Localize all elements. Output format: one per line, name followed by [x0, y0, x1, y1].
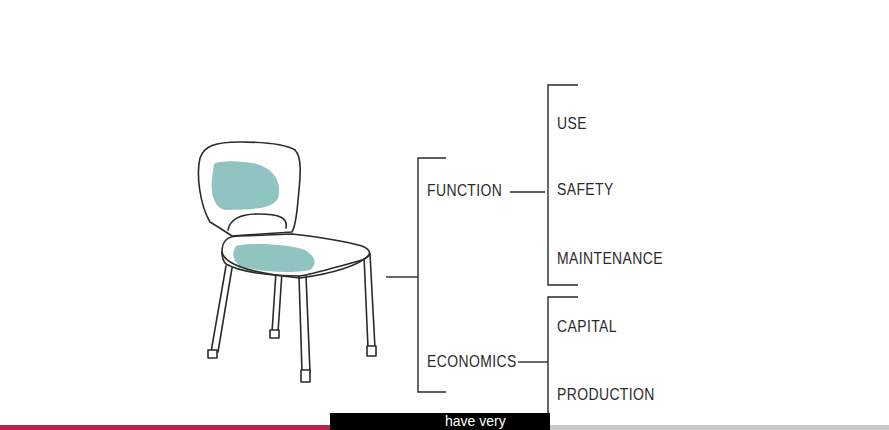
leg-foot [301, 370, 310, 382]
chair-leg [218, 268, 232, 352]
bracket-stem [510, 191, 545, 192]
leg-foot [367, 346, 376, 356]
chair-leg [211, 266, 226, 352]
chair-backrest [198, 142, 300, 236]
chair-drawing [198, 142, 376, 382]
subtitle-band [330, 413, 550, 430]
chair-leg [272, 272, 276, 332]
leg-foot [208, 350, 217, 358]
bracket-stem [518, 361, 548, 362]
branch-label: FUNCTION [427, 181, 502, 201]
backrest-gap [228, 214, 286, 230]
chair-leg [364, 256, 368, 348]
chair-leg [370, 254, 375, 348]
bracket-tree [386, 85, 578, 430]
chair-leg [306, 276, 310, 372]
leaf-label: CAPITAL [557, 317, 617, 337]
backrest-cushion [212, 161, 280, 210]
seat-edge [222, 252, 370, 278]
chair-leg [299, 276, 302, 372]
leaf-label: USE [557, 114, 587, 134]
leaf-label: SAFETY [557, 180, 614, 200]
leaf-label: PRODUCTION [557, 385, 655, 405]
subtitle-text: have very [445, 413, 506, 429]
branch-label: ECONOMICS [427, 352, 517, 372]
chair-leg [278, 272, 282, 332]
bracket-stem [386, 276, 418, 277]
leg-foot [270, 330, 279, 338]
leaf-label: MAINTENANCE [557, 249, 663, 269]
chair-seat [222, 234, 370, 276]
bracket [548, 297, 578, 430]
